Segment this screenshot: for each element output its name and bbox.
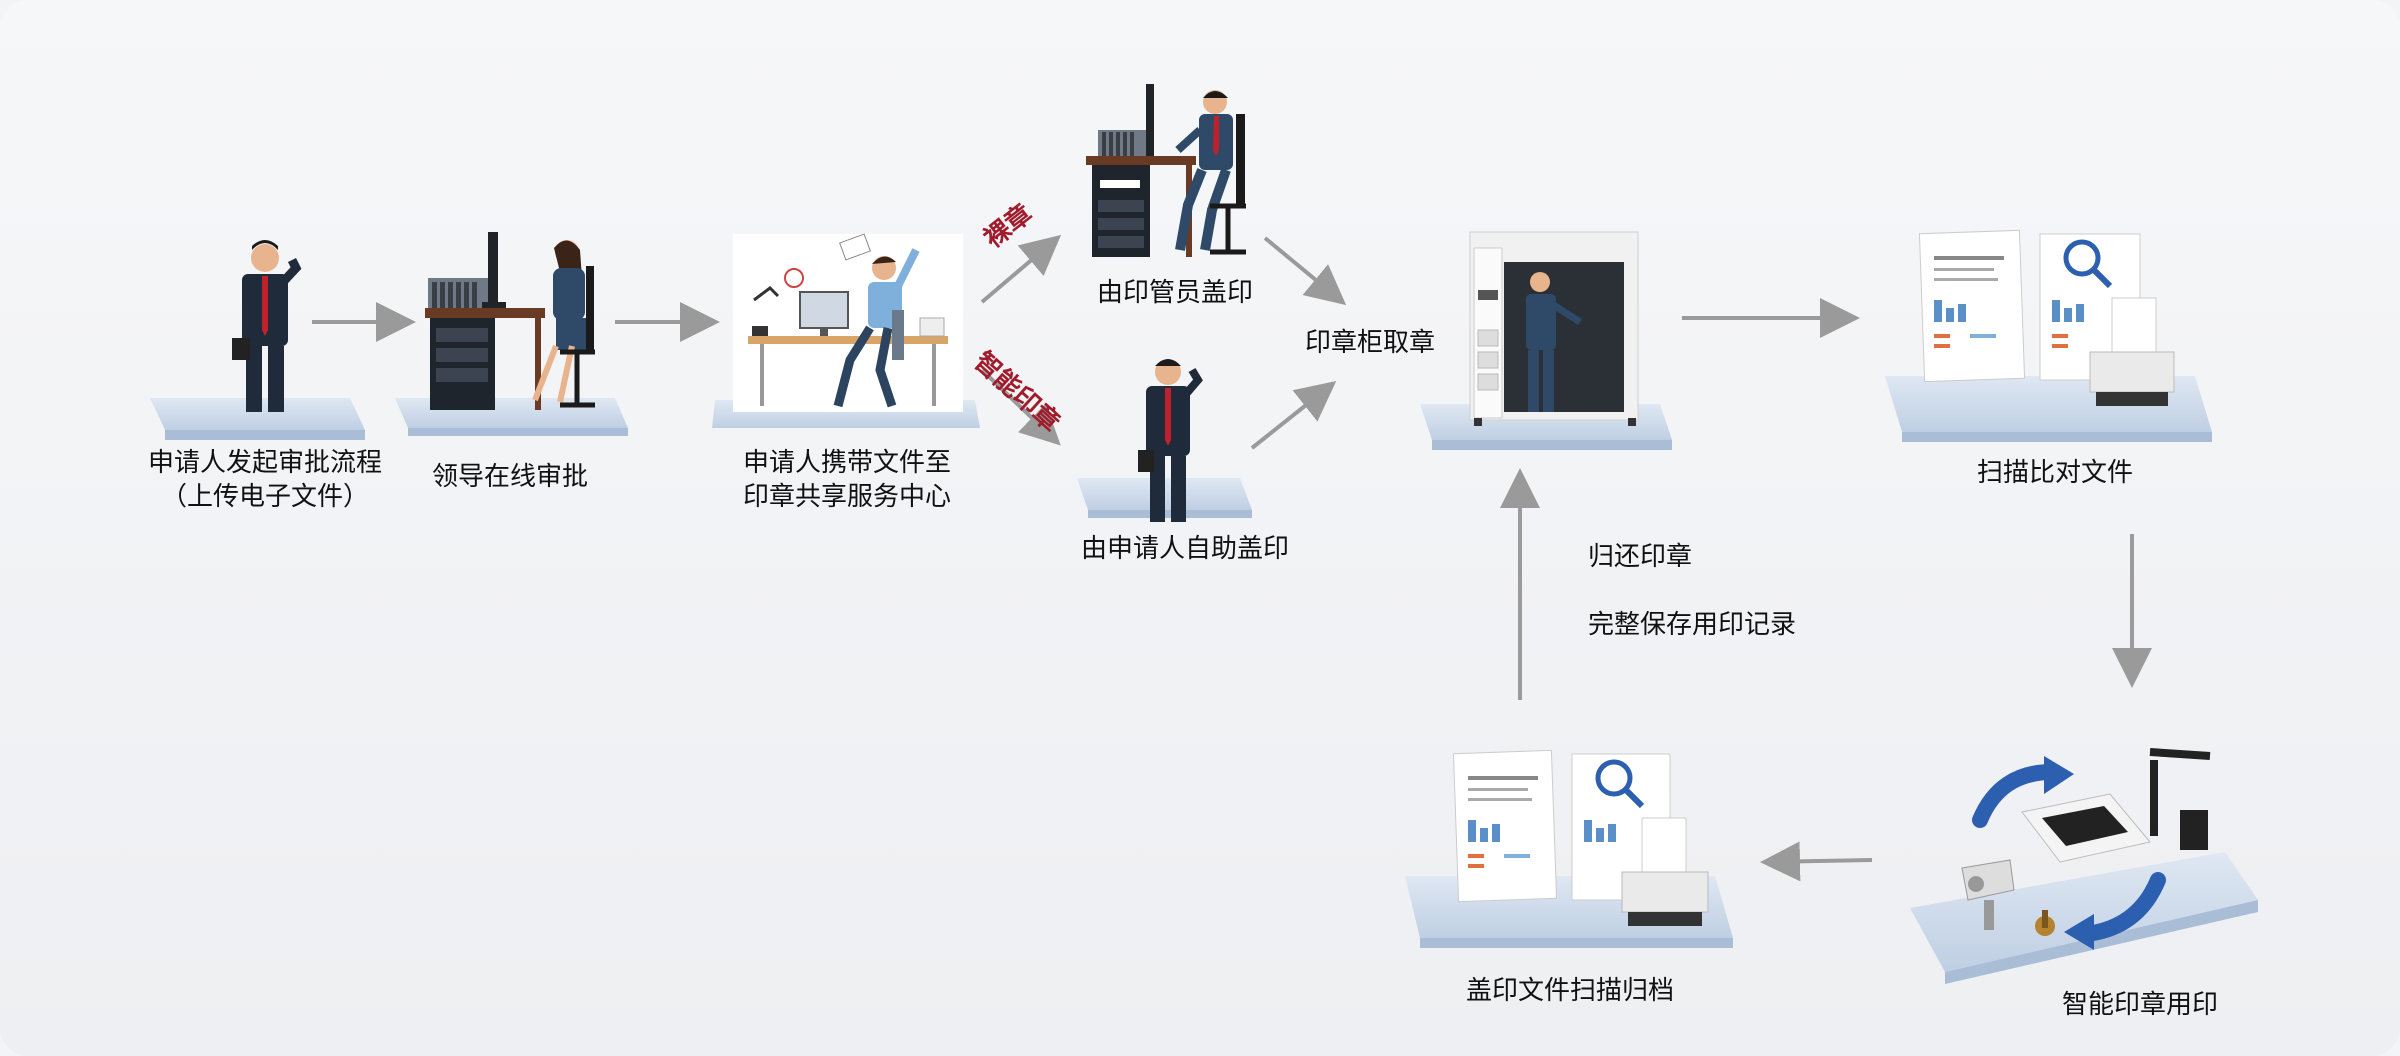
step-scan-compare-label: 扫描比对文件 bbox=[1976, 458, 2133, 488]
step-archive-label: 盖印文件扫描归档 bbox=[1465, 976, 1674, 1006]
self-stamp-figure bbox=[1077, 359, 1252, 522]
seal-cabinet-figure bbox=[1420, 231, 1672, 450]
step-initiate-line2: （上传电子文件） bbox=[160, 482, 369, 512]
step-initiate-line1: 申请人发起审批流程 bbox=[147, 448, 382, 478]
step-carry-line2: 印章共享服务中心 bbox=[742, 482, 951, 512]
return-note-line1: 归还印章 bbox=[1588, 542, 1693, 572]
scan-compare-figure bbox=[1885, 229, 2212, 442]
step-smart-use-label: 智能印章用印 bbox=[2061, 990, 2218, 1020]
archive-figure bbox=[1405, 749, 1733, 948]
admin-desk-figure bbox=[1086, 84, 1246, 257]
step-cabinet-label: 印章柜取章 bbox=[1304, 328, 1435, 358]
leader-desk-figure bbox=[395, 232, 628, 436]
step-initiate-label: 申请人发起审批流程 （上传电子文件） bbox=[130, 446, 400, 514]
step-leader-label: 领导在线审批 bbox=[431, 462, 588, 492]
initiator-figure bbox=[150, 240, 365, 440]
arrow-3-to-admin bbox=[980, 234, 1062, 304]
arrow-3-to-self bbox=[980, 368, 1061, 446]
step-self-stamp-label: 由申请人自助盖印 bbox=[1080, 534, 1289, 564]
step-admin-stamp-label: 由印管员盖印 bbox=[1096, 278, 1253, 308]
arrow-smart-to-archive bbox=[1760, 841, 1873, 882]
return-note-line2: 完整保存用印记录 bbox=[1588, 610, 1797, 640]
smart-seal-device-figure bbox=[1910, 748, 2258, 984]
arrow-admin-to-cabinet bbox=[1263, 236, 1347, 306]
step-carry-label: 申请人携带文件至 印章共享服务中心 bbox=[712, 446, 982, 514]
service-center-illustration bbox=[712, 233, 980, 428]
arrow-self-to-cabinet bbox=[1250, 381, 1337, 450]
step-carry-line1: 申请人携带文件至 bbox=[742, 448, 951, 478]
flow-arrows bbox=[312, 234, 2152, 882]
